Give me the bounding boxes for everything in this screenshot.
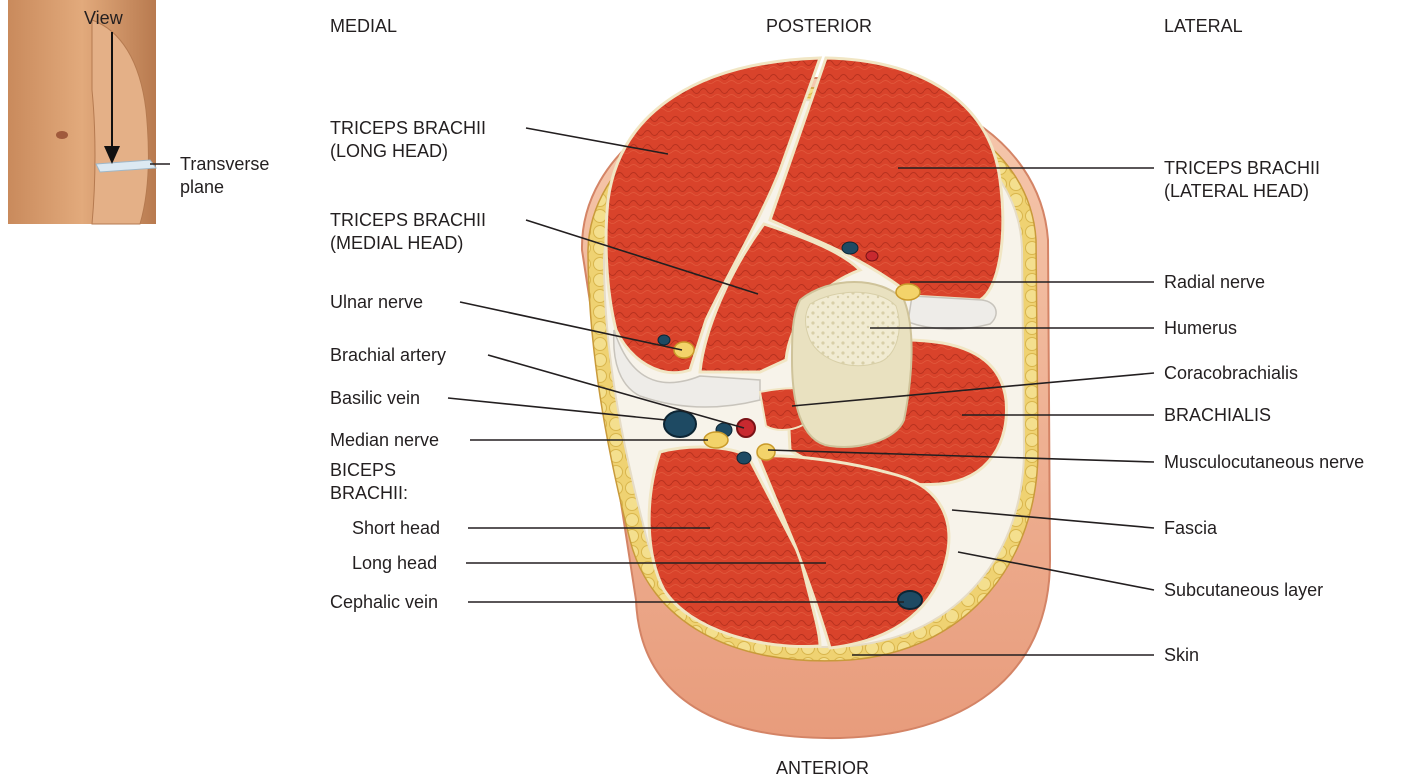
label-humerus: Humerus [1164, 318, 1237, 338]
label-fascia: Fascia [1164, 518, 1218, 538]
label-brachial-artery: Brachial artery [330, 345, 446, 365]
label-triceps-medial-1: TRICEPS BRACHII [330, 210, 486, 230]
inset-arm-illustration [8, 0, 170, 224]
label-triceps-long-2: (LONG HEAD) [330, 141, 448, 161]
label-median-nerve: Median nerve [330, 430, 439, 450]
label-short-head: Short head [352, 518, 440, 538]
orientation-medial: MEDIAL [330, 16, 397, 36]
label-long-head: Long head [352, 553, 437, 573]
brachial-vein-2 [737, 452, 751, 464]
label-subcutaneous-layer: Subcutaneous layer [1164, 580, 1323, 600]
orientation-lateral: LATERAL [1164, 16, 1243, 36]
cross-section [582, 58, 1050, 738]
musculocutaneous-nerve [757, 444, 775, 460]
label-biceps-1: BICEPS [330, 460, 396, 480]
label-ulnar-nerve: Ulnar nerve [330, 292, 423, 312]
label-brachialis: BRACHIALIS [1164, 405, 1271, 425]
inset-view-label: View [84, 8, 124, 28]
label-coracobrachialis: Coracobrachialis [1164, 363, 1298, 383]
label-triceps-lateral-2: (LATERAL HEAD) [1164, 181, 1309, 201]
basilic-vein [664, 411, 696, 437]
profunda-vessel [842, 242, 858, 254]
label-biceps-2: BRACHII: [330, 483, 408, 503]
cephalic-vein [898, 591, 922, 609]
ulnar-vessel [658, 335, 670, 345]
radial-nerve [896, 284, 920, 300]
label-triceps-lateral-1: TRICEPS BRACHII [1164, 158, 1320, 178]
brachial-artery [737, 419, 755, 437]
label-skin: Skin [1164, 645, 1199, 665]
label-triceps-long-1: TRICEPS BRACHII [330, 118, 486, 138]
ulnar-nerve [674, 342, 694, 358]
lateral-head-rim [908, 296, 996, 329]
inset-nipple [56, 131, 68, 139]
radial-vessel [866, 251, 878, 261]
label-triceps-medial-2: (MEDIAL HEAD) [330, 233, 463, 253]
label-basilic-vein: Basilic vein [330, 388, 420, 408]
orientation-posterior: POSTERIOR [766, 16, 872, 36]
label-radial-nerve: Radial nerve [1164, 272, 1265, 292]
label-musculocutaneous-nerve: Musculocutaneous nerve [1164, 452, 1364, 472]
inset-plane-label-1: Transverse [180, 154, 269, 174]
orientation-anterior: ANTERIOR [776, 758, 869, 778]
label-cephalic-vein: Cephalic vein [330, 592, 438, 612]
inset-plane-label-2: plane [180, 177, 224, 197]
